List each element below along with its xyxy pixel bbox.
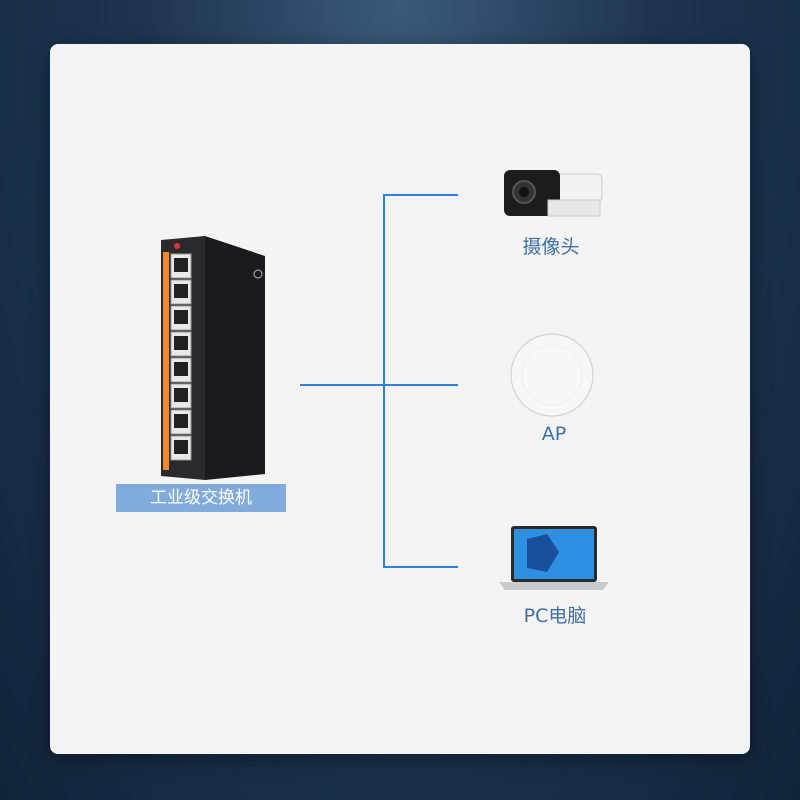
camera-icon bbox=[504, 170, 603, 217]
laptop-icon bbox=[499, 526, 609, 590]
pc-label: PC电脑 bbox=[523, 605, 587, 627]
connector-line-pc bbox=[383, 566, 458, 568]
connector-line-main bbox=[300, 384, 458, 386]
connector-line-camera bbox=[383, 194, 458, 196]
camera-label: 摄像头 bbox=[522, 236, 580, 258]
access-point-icon bbox=[510, 333, 594, 417]
switch-label: 工业级交换机 bbox=[116, 484, 286, 512]
industrial-switch-icon bbox=[161, 236, 265, 480]
connector-line-vertical bbox=[383, 194, 385, 568]
ap-label: AP bbox=[541, 423, 567, 445]
